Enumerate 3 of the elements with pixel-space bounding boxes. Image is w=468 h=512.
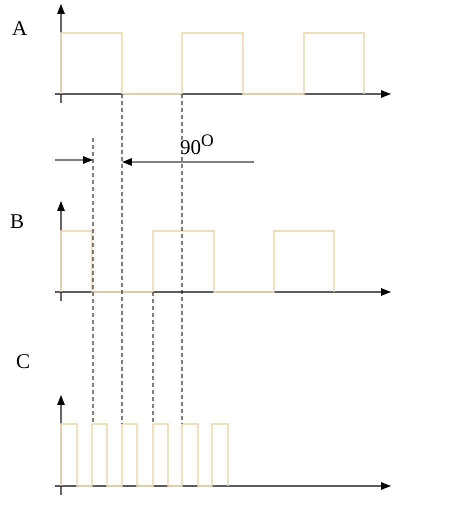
signal-label: A [12, 18, 28, 39]
signal-label: C [16, 351, 30, 372]
signal-label: B [10, 211, 24, 232]
